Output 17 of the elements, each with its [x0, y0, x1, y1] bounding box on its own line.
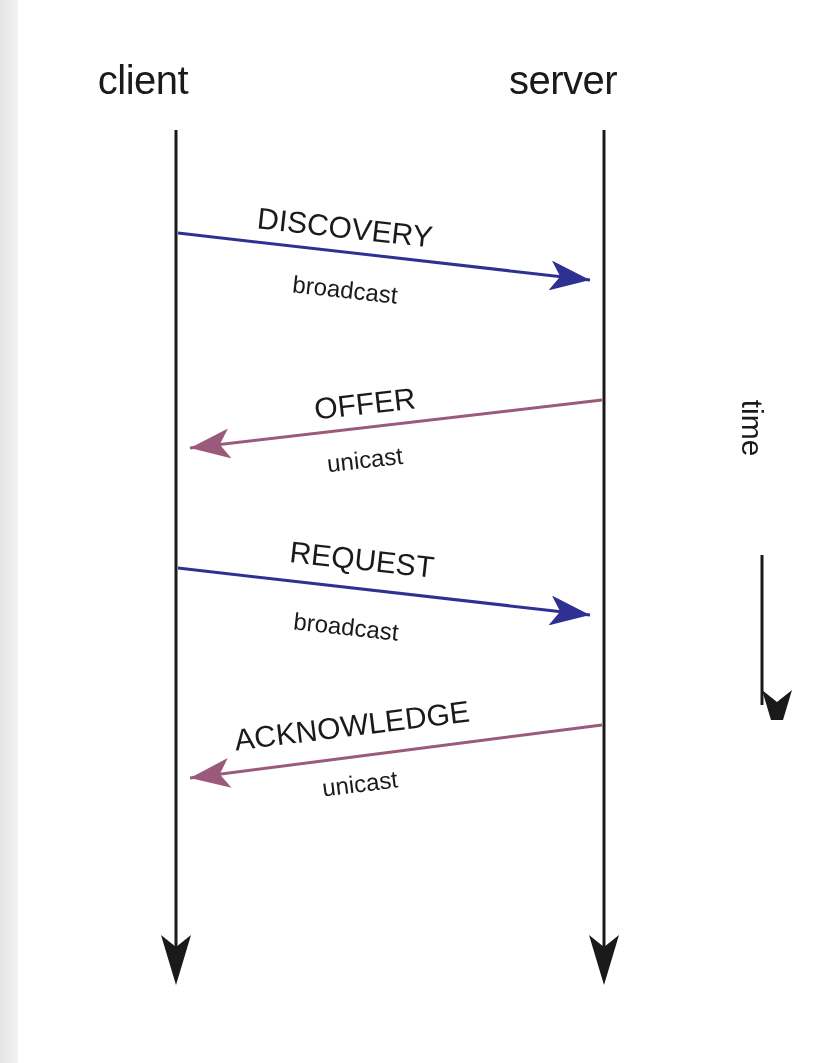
- edge-label: ACKNOWLEDGE: [232, 694, 472, 758]
- axis-label: time: [735, 399, 769, 457]
- edge-label: REQUEST: [288, 535, 436, 585]
- edge-label: DISCOVERY: [255, 201, 435, 255]
- cast-type-label: unicast: [320, 765, 400, 803]
- lifeline: [589, 130, 619, 985]
- participant-label: server: [508, 58, 618, 103]
- edge-label: OFFER: [312, 381, 418, 427]
- cast-type-label: unicast: [325, 441, 405, 479]
- message-arrow: [177, 566, 591, 626]
- cast-type-label: broadcast: [292, 607, 400, 647]
- lifeline: [161, 130, 191, 985]
- message-arrow: [189, 398, 603, 459]
- cast-type-label: broadcast: [291, 270, 399, 310]
- message-arrow: [177, 231, 591, 291]
- participant-label: client: [97, 58, 189, 103]
- message-arrow: [189, 723, 603, 788]
